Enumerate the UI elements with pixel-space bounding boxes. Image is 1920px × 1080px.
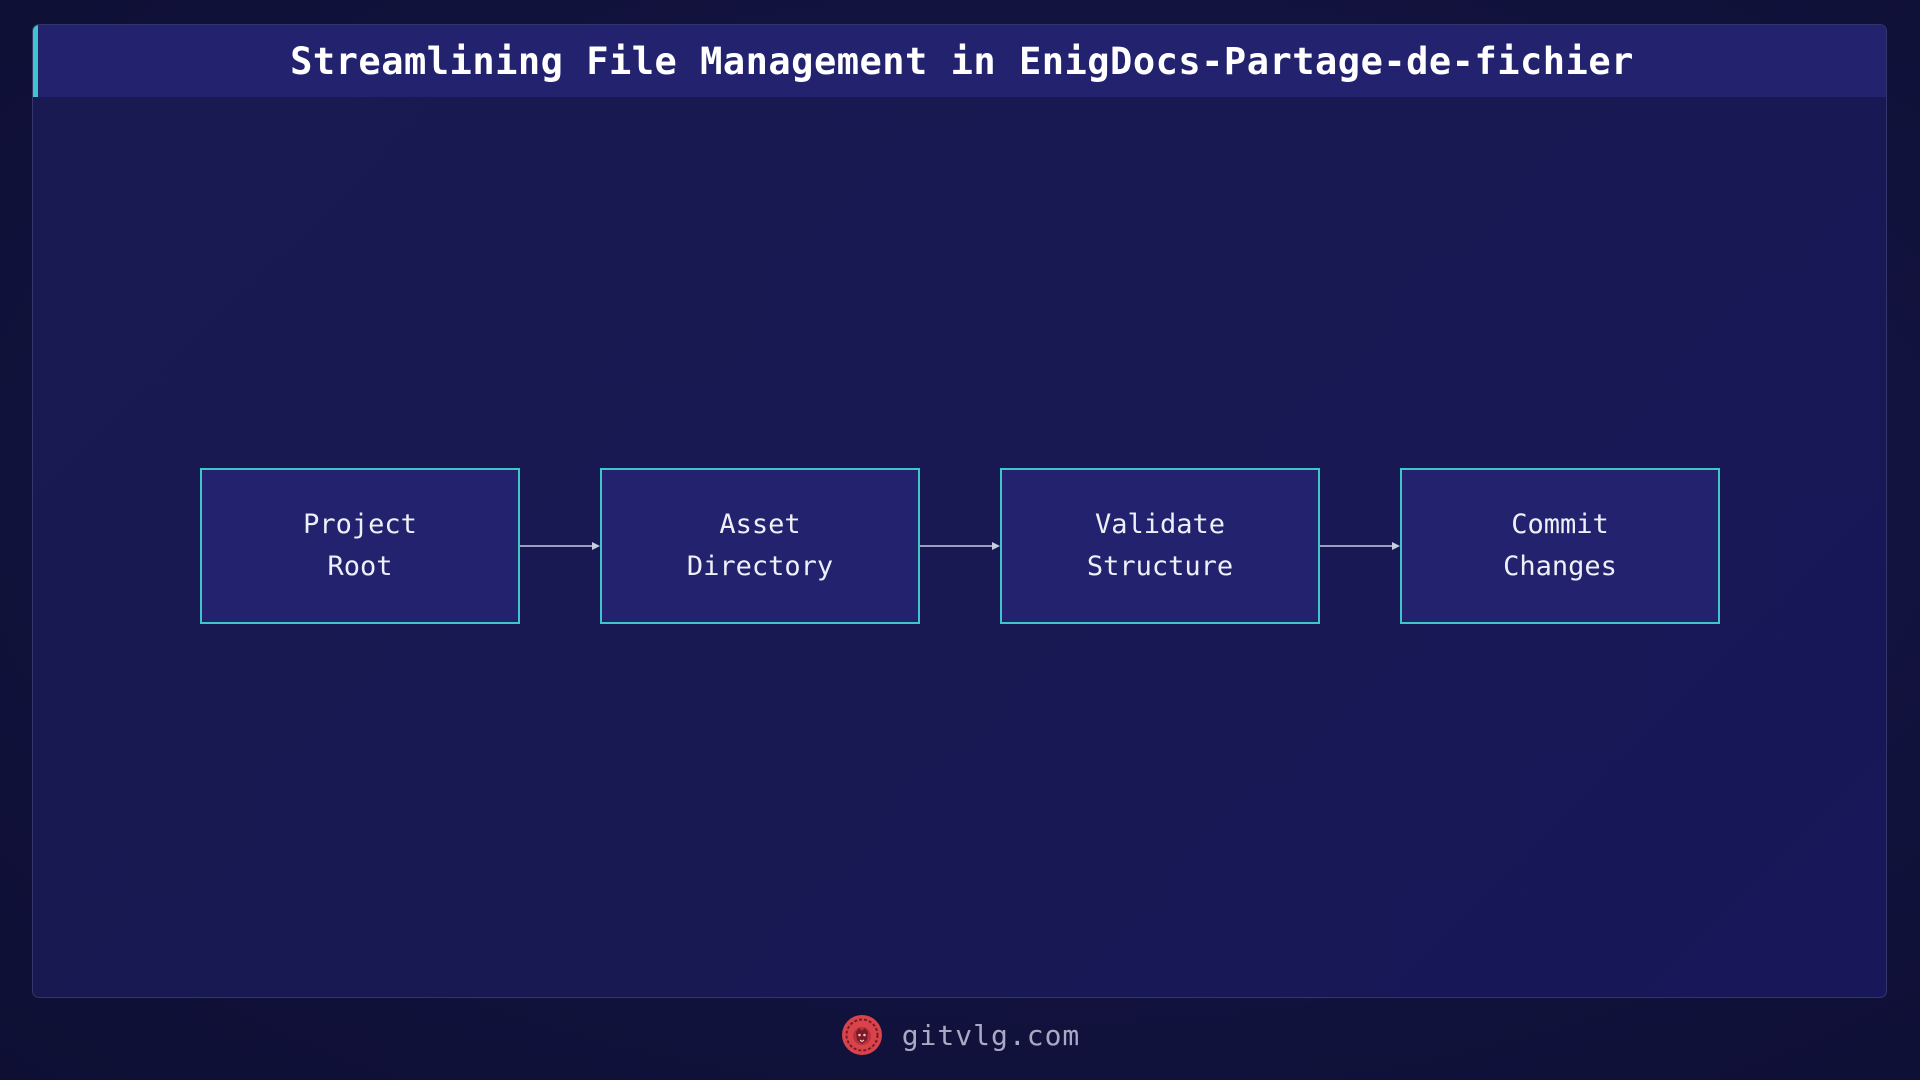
arrow-connector: [920, 542, 1000, 550]
page-title: Streamlining File Management in EnigDocs…: [290, 39, 1634, 83]
node-label-line-2: Directory: [686, 551, 834, 582]
footer: gitvlg.com: [0, 1010, 1920, 1060]
arrow-connector: [1320, 542, 1400, 550]
node-label-line-2: Structure: [1086, 551, 1234, 582]
flow-node-asset-directory: Asset Directory: [600, 468, 920, 624]
flow-node-commit-changes: Commit Changes: [1400, 468, 1720, 624]
footer-site-link[interactable]: gitvlg.com: [901, 1018, 1081, 1052]
node-label-line-1: Project: [303, 509, 417, 540]
node-label-line-1: Asset: [719, 509, 801, 540]
node-label-line-2: Changes: [1503, 551, 1617, 582]
arrow-connector: [520, 542, 600, 550]
title-bar: Streamlining File Management in EnigDocs…: [33, 25, 1886, 97]
flow-node-validate-structure: Validate Structure: [1000, 468, 1320, 624]
node-label-line-1: Validate: [1094, 509, 1226, 540]
lion-head-icon[interactable]: [840, 1013, 884, 1057]
flow-node-project-root: Project Root: [200, 468, 520, 624]
node-label-line-1: Commit: [1511, 509, 1609, 540]
node-label-line-2: Root: [327, 551, 393, 582]
